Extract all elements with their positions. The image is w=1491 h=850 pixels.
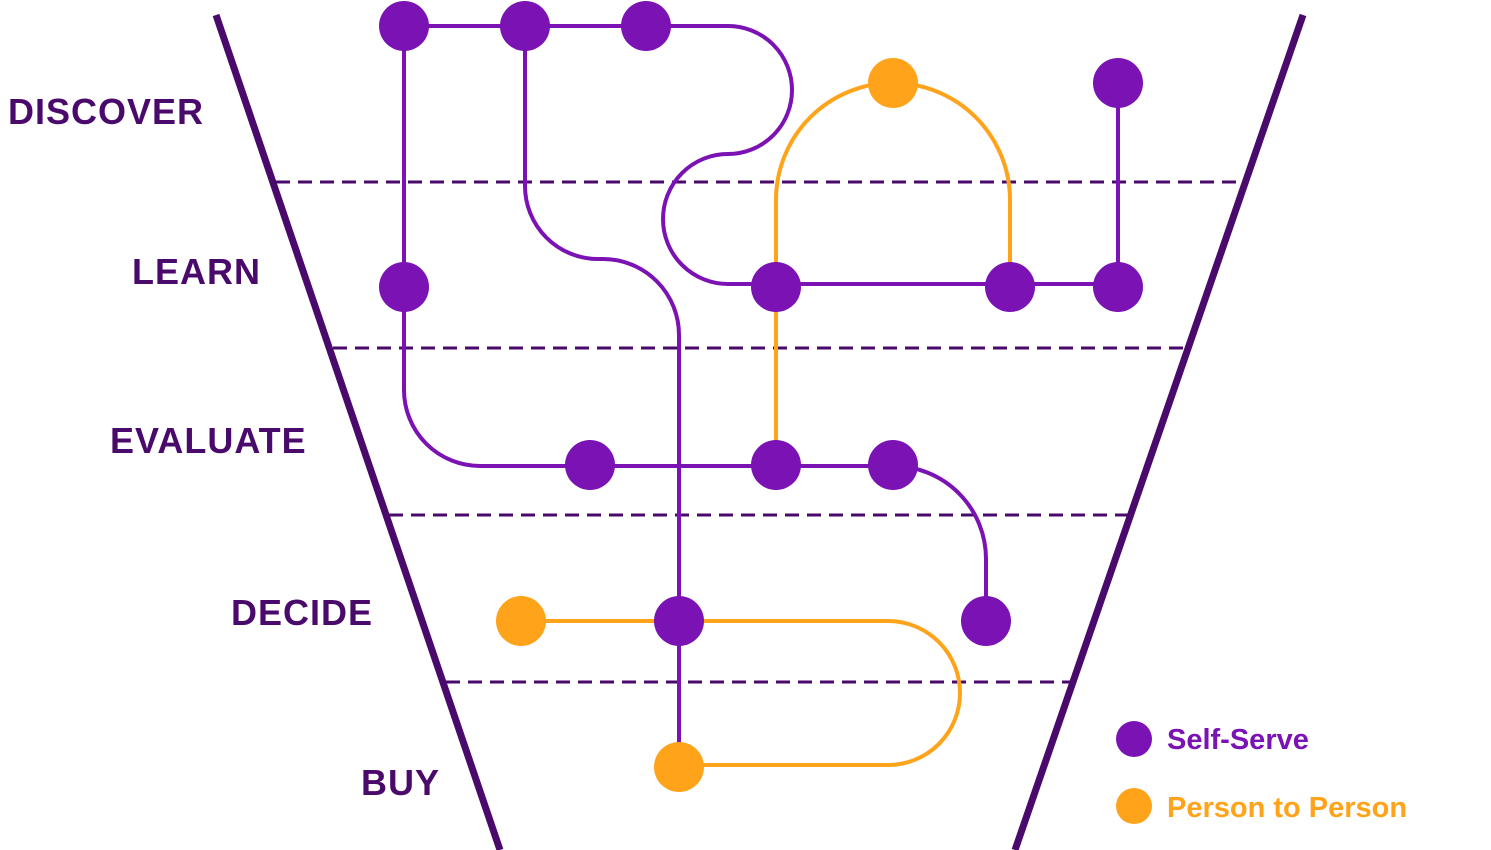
self-serve-nodes bbox=[379, 1, 1143, 646]
p2p-path-decide-to-buy bbox=[519, 619, 963, 767]
legend-self-serve-label: Self-Serve bbox=[1167, 724, 1309, 756]
legend-person-to-person-label: Person to Person bbox=[1167, 792, 1407, 824]
self-serve-node bbox=[654, 596, 704, 646]
stage-label-decide: DECIDE bbox=[231, 592, 373, 633]
p2p-node bbox=[654, 742, 704, 792]
self-serve-path-3 bbox=[523, 24, 681, 767]
legend-person-to-person-swatch bbox=[1116, 788, 1152, 824]
p2p-node bbox=[496, 596, 546, 646]
self-serve-paths bbox=[402, 24, 1120, 767]
stage-labels: DISCOVER LEARN EVALUATE DECIDE BUY bbox=[8, 91, 440, 803]
legend: Self-Serve Person to Person bbox=[1116, 721, 1407, 824]
person-to-person-paths bbox=[519, 80, 1012, 767]
self-serve-node bbox=[1093, 262, 1143, 312]
self-serve-node bbox=[621, 1, 671, 51]
self-serve-node bbox=[379, 1, 429, 51]
stage-label-evaluate: EVALUATE bbox=[110, 420, 307, 461]
self-serve-node bbox=[751, 440, 801, 490]
legend-self-serve-swatch bbox=[1116, 721, 1152, 757]
self-serve-node bbox=[868, 440, 918, 490]
self-serve-node bbox=[565, 440, 615, 490]
stage-label-discover: DISCOVER bbox=[8, 91, 204, 132]
self-serve-node bbox=[961, 596, 1011, 646]
person-to-person-nodes bbox=[496, 58, 918, 792]
funnel-left-edge bbox=[212, 13, 504, 850]
funnel-right-edge bbox=[1011, 13, 1307, 850]
funnel-outline bbox=[212, 13, 1307, 850]
self-serve-path-1 bbox=[402, 24, 988, 623]
stage-label-buy: BUY bbox=[361, 762, 440, 803]
stage-dividers bbox=[276, 180, 1244, 684]
stage-label-learn: LEARN bbox=[132, 251, 261, 292]
self-serve-path-2 bbox=[402, 24, 1120, 286]
self-serve-node bbox=[751, 262, 801, 312]
p2p-node bbox=[868, 58, 918, 108]
self-serve-node bbox=[985, 262, 1035, 312]
p2p-path-arch bbox=[774, 80, 1012, 289]
self-serve-node bbox=[500, 1, 550, 51]
self-serve-node bbox=[1093, 58, 1143, 108]
self-serve-node bbox=[379, 262, 429, 312]
